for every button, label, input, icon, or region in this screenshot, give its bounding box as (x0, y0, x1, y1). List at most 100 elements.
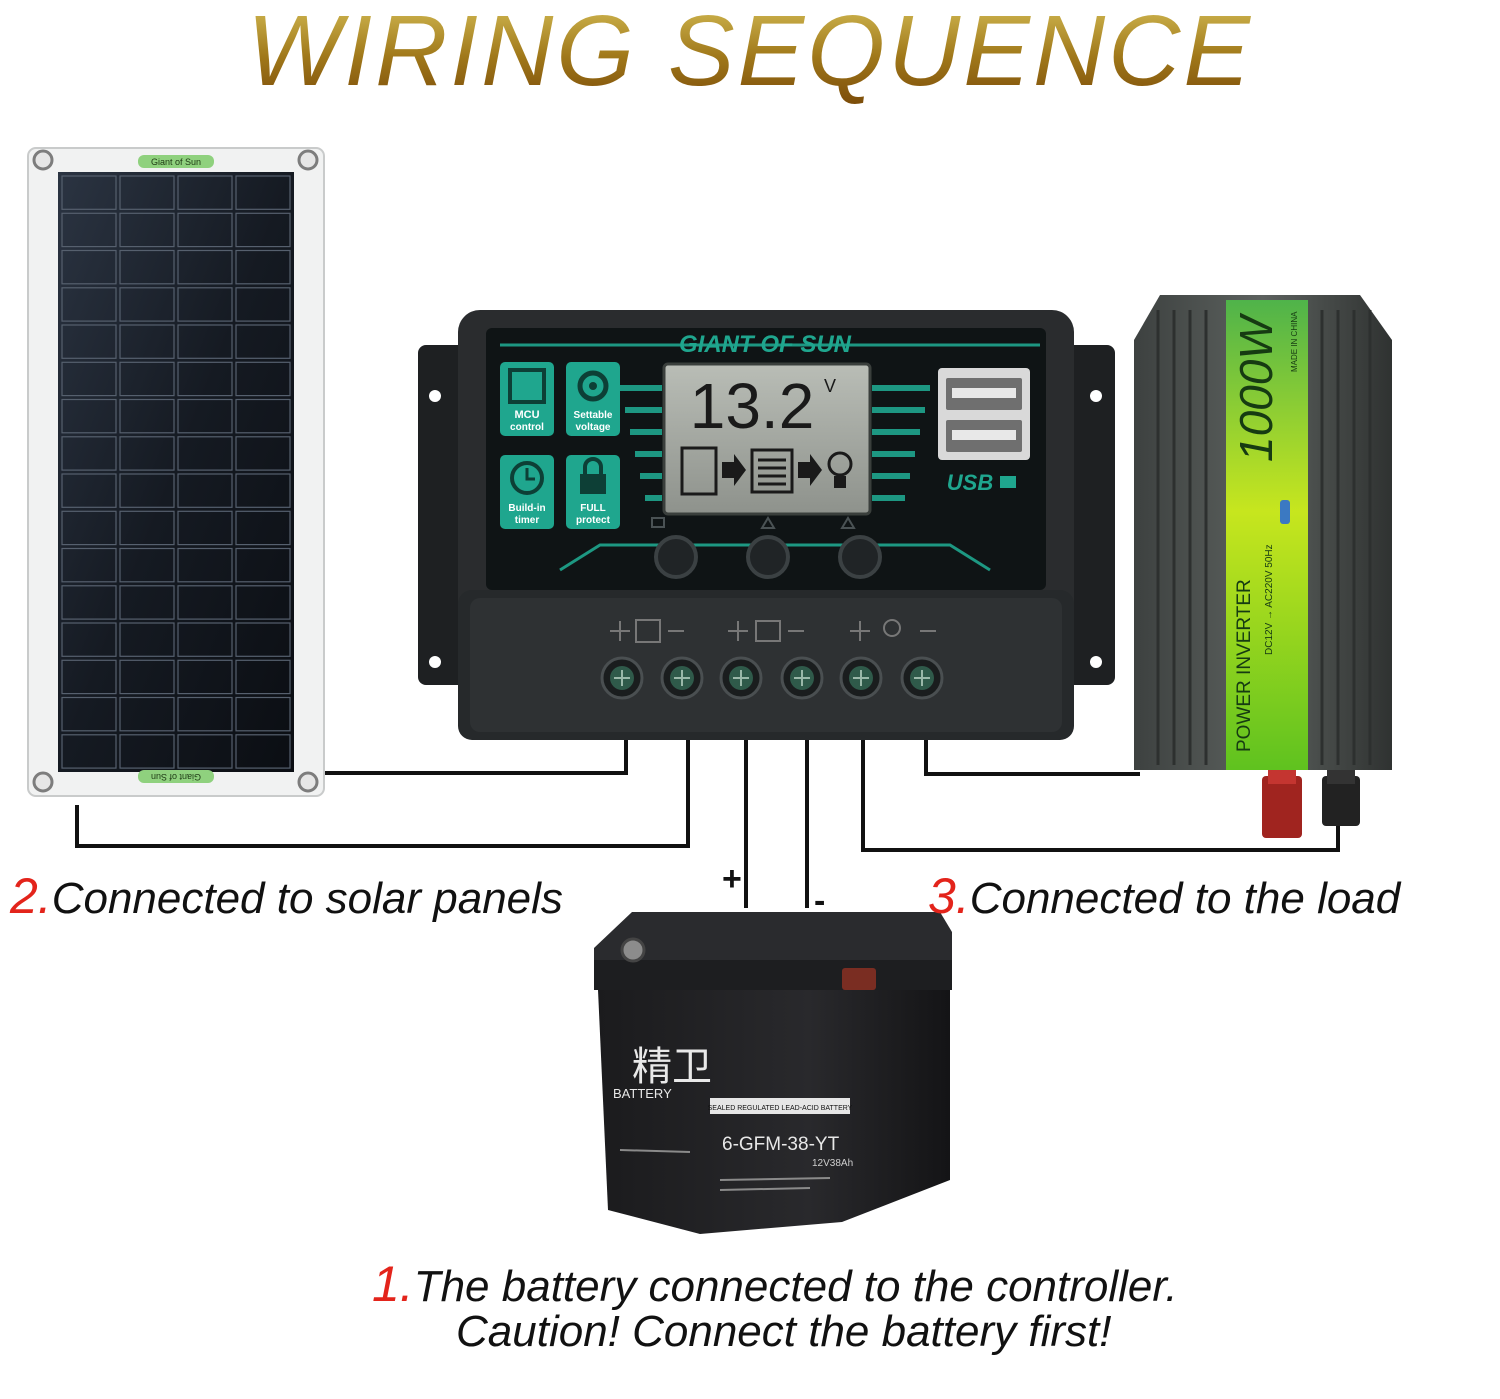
inverter-indicator (1280, 500, 1290, 524)
solar-cell (61, 696, 117, 732)
inverter-terminal-positive (1262, 776, 1302, 838)
solar-cell (235, 696, 291, 732)
solar-cell (61, 212, 117, 248)
solar-cell (119, 659, 175, 695)
solar-cell (177, 659, 233, 695)
step-1-number: 1. (372, 1256, 414, 1312)
solar-cell (235, 436, 291, 471)
wire-load-positive (924, 738, 1140, 776)
solar-cell (235, 249, 291, 285)
mode-icon (651, 517, 665, 528)
panel-brand-bottom-badge (138, 770, 214, 783)
solar-cell (119, 212, 175, 248)
solar-cell (235, 734, 291, 769)
solar-cell (119, 175, 175, 210)
solar-cell (177, 361, 233, 397)
solar-cell (119, 287, 175, 322)
solar-cell (61, 287, 117, 322)
step-1-text-line2: Caution! Connect the battery first! (456, 1307, 1112, 1356)
svg-text:control: control (510, 422, 544, 433)
controller-button-1 (654, 535, 698, 579)
screw-hole-icon (1090, 656, 1102, 668)
svg-text:MCU: MCU (514, 409, 539, 421)
grommet-icon (32, 149, 54, 171)
panel-brand-bottom: Giant of Sun (151, 772, 201, 782)
terminal-screw-slot (733, 670, 749, 686)
solar-cell (119, 361, 175, 397)
mounting-ear-right (1065, 345, 1115, 685)
solar-icon (680, 446, 718, 496)
solar-cell (235, 361, 291, 397)
solar-cell (177, 324, 233, 359)
grommet-icon (297, 771, 319, 793)
step-1-text-line1: The battery connected to the controller. (413, 1262, 1178, 1311)
solar-cell (235, 585, 291, 620)
lock-icon (580, 474, 606, 494)
up-icon (760, 516, 776, 529)
solar-cell (177, 436, 233, 471)
solar-cells (61, 175, 291, 769)
battery-polarity-minus: - (814, 882, 825, 920)
charge-controller: GIANT OF SUN MCU control Settable voltag… (418, 310, 1115, 740)
solar-cell (61, 547, 117, 583)
controller-button-3 (838, 535, 882, 579)
inverter-fins (1156, 310, 1372, 765)
feature-badges: MCU control Settable voltage Build-in ti… (500, 362, 620, 529)
panel-brand-top-badge (138, 155, 214, 168)
solar-cell (235, 175, 291, 210)
svg-text:timer: timer (515, 515, 540, 526)
solar-cell (61, 659, 117, 695)
arrow-right-icon (722, 454, 746, 486)
solar-cell (177, 547, 233, 583)
power-inverter: 1000W POWER INVERTER DC12V → AC220V 50Hz… (1134, 295, 1392, 838)
step-2-caption: 2.Connected to solar panels (10, 866, 563, 926)
inverter-label-panel (1226, 300, 1308, 770)
solar-cell (61, 734, 117, 769)
lcd-voltage: 13.2 (690, 370, 815, 442)
panel-brand-top: Giant of Sun (151, 157, 201, 167)
inverter-power: 1000W (1230, 312, 1282, 462)
solar-cell (61, 585, 117, 620)
solar-cell (61, 398, 117, 434)
solar-cell (119, 324, 175, 359)
solar-cell (177, 696, 233, 732)
solar-cell (177, 212, 233, 248)
solar-panel: Giant of Sun Giant of Sun (27, 147, 325, 797)
solar-cell (177, 249, 233, 285)
solar-cell (119, 436, 175, 471)
controller-button-2 (746, 535, 790, 579)
solar-cell (119, 734, 175, 769)
wire-load-negative (861, 738, 1340, 852)
terminal-screw-slot (794, 670, 810, 686)
terminal-screw-slot (914, 670, 930, 686)
gear-icon (577, 370, 609, 402)
screw-hole-icon (429, 390, 441, 402)
battery-polarity-plus: + (722, 860, 742, 898)
usb-label: USB (947, 470, 994, 495)
solar-cell (177, 734, 233, 769)
solar-cell (235, 547, 291, 583)
battery-brand-cn: 精卫 (632, 1045, 712, 1089)
inverter-terminal-negative (1322, 776, 1360, 826)
svg-text:protect: protect (576, 515, 611, 526)
screw-hole-icon (1090, 390, 1102, 402)
battery-model: 6-GFM-38-YT (722, 1134, 840, 1155)
solar-cell (119, 585, 175, 620)
controller-decor-lines (500, 343, 1040, 572)
wire-solar-negative (75, 738, 690, 848)
battery-terminal-positive (620, 937, 646, 963)
battery-terminal-negative (842, 968, 876, 990)
terminal-screws (600, 656, 944, 700)
lcd-unit: V (824, 376, 836, 396)
solar-cell (177, 585, 233, 620)
solar-cell (177, 287, 233, 322)
solar-cell (61, 473, 117, 508)
battery-desc: SEALED REGULATED LEAD-ACID BATTERY (708, 1105, 853, 1112)
mounting-ear-left (418, 345, 468, 685)
solar-cell (177, 175, 233, 210)
wires (75, 738, 1340, 908)
terminal-screw-slot (674, 670, 690, 686)
solar-cell (177, 510, 233, 546)
step-3-text: Connected to the load (969, 874, 1401, 923)
solar-cell (235, 287, 291, 322)
